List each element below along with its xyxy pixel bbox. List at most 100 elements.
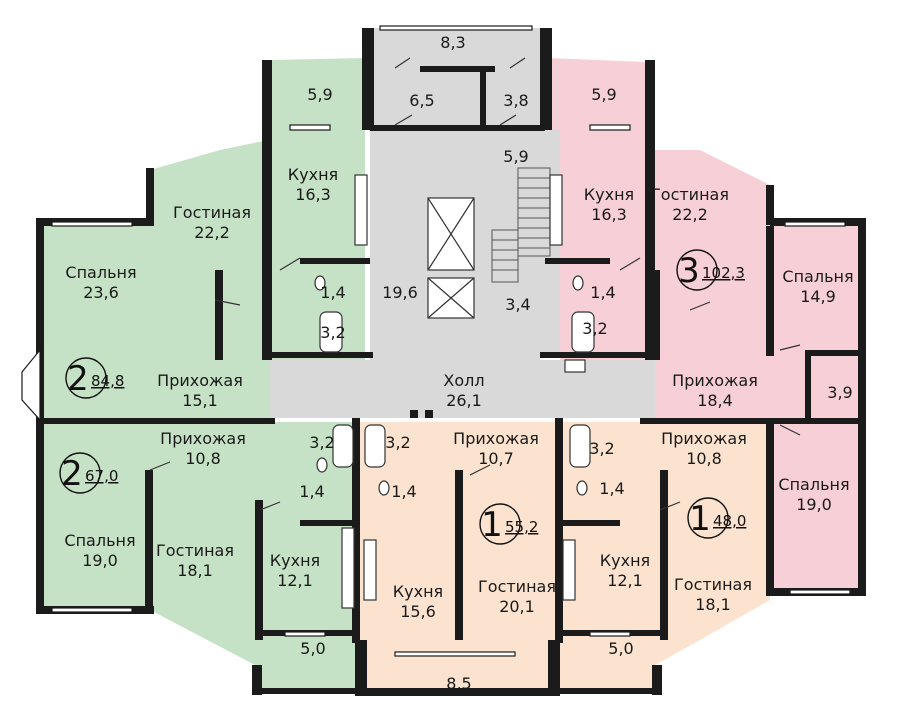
kitchen-counter	[562, 539, 576, 601]
room-area: 22,2	[194, 223, 230, 242]
apartment-area: 67,0	[85, 467, 118, 485]
room-area: 22,2	[672, 205, 708, 224]
kitchen-counter	[354, 174, 368, 246]
bathtub-icon	[569, 424, 591, 468]
badge-circle	[479, 503, 521, 545]
bathtub-icon	[332, 424, 354, 468]
badge-circle	[687, 497, 729, 539]
room-name: Кухня	[584, 185, 634, 204]
fixtures	[314, 167, 595, 609]
room-area: 15,6	[400, 602, 436, 621]
room-area: 5,9	[503, 147, 528, 166]
room-area: 10,8	[185, 449, 221, 468]
room-area: 23,6	[83, 283, 119, 302]
badge-circle	[676, 249, 718, 291]
room-area: 3,8	[503, 91, 528, 110]
room-area: 1,4	[299, 482, 324, 501]
room-area: 1,4	[590, 283, 615, 302]
kitchen-counter	[549, 174, 563, 246]
apartment-rooms: 2	[61, 454, 83, 494]
room-area: 16,3	[295, 185, 331, 204]
room-area: 8,5	[446, 674, 471, 693]
room-name: Спальня	[782, 267, 853, 286]
apartment-area: 102,3	[702, 264, 745, 282]
room-name: Спальня	[65, 263, 136, 282]
room-area: 3,2	[309, 433, 334, 452]
room-area: 5,0	[300, 639, 325, 658]
apartment-area: 84,8	[91, 372, 124, 390]
kitchen-counter	[363, 539, 377, 601]
room-name: Гостиная	[651, 185, 729, 204]
room-name: Гостиная	[173, 203, 251, 222]
room-area: 3,2	[385, 433, 410, 452]
badge-circle	[65, 357, 107, 399]
doors	[149, 57, 801, 511]
room-area: 5,0	[608, 639, 633, 658]
room-area: 3,2	[320, 323, 345, 342]
room-area: 18,4	[697, 391, 733, 410]
toilet-icon	[378, 480, 390, 496]
toilet-icon	[316, 457, 328, 473]
apartment-rooms: 2	[67, 359, 89, 399]
room-area: 10,8	[686, 449, 722, 468]
room-name: Кухня	[288, 165, 338, 184]
room-name: Прихожая	[453, 429, 539, 448]
room-area: 19,0	[796, 495, 832, 514]
kitchen-counter	[341, 527, 355, 609]
badge-circle	[59, 452, 101, 494]
room-area: 15,1	[182, 391, 218, 410]
zone-apartment-3-102-bedroom	[770, 418, 862, 590]
room-area: 18,1	[695, 595, 731, 614]
room-area: 8,3	[440, 33, 465, 52]
zone-apartment-2-67	[40, 422, 360, 690]
room-area: 14,9	[800, 287, 836, 306]
room-name: Спальня	[64, 531, 135, 550]
toilet-icon	[572, 275, 584, 291]
bathtub-icon	[364, 424, 386, 468]
room-area: 5,9	[307, 85, 332, 104]
room-area: 19,6	[382, 283, 418, 302]
room-name: Гостиная	[156, 541, 234, 560]
room-name: Кухня	[270, 551, 320, 570]
apartment-rooms: 3	[678, 251, 700, 291]
room-area: 1,4	[320, 283, 345, 302]
room-name: Спальня	[778, 475, 849, 494]
walls	[36, 28, 866, 696]
staircase-icon	[491, 167, 551, 283]
apartment-area: 55,2	[505, 518, 538, 536]
room-area: 6,5	[409, 91, 434, 110]
room-area: 20,1	[499, 597, 535, 616]
room-name: Холл	[443, 371, 484, 390]
shaft	[564, 359, 586, 373]
room-name: Гостиная	[478, 577, 556, 596]
room-name: Прихожая	[157, 371, 243, 390]
room-name: Прихожая	[661, 429, 747, 448]
room-name: Гостиная	[674, 575, 752, 594]
apartment-rooms: 1	[689, 499, 711, 539]
windows	[21, 25, 851, 657]
bathtub-icon	[319, 311, 343, 353]
room-area: 12,1	[277, 571, 313, 590]
room-name: Прихожая	[672, 371, 758, 390]
zone-apartment-2-84	[40, 58, 365, 418]
